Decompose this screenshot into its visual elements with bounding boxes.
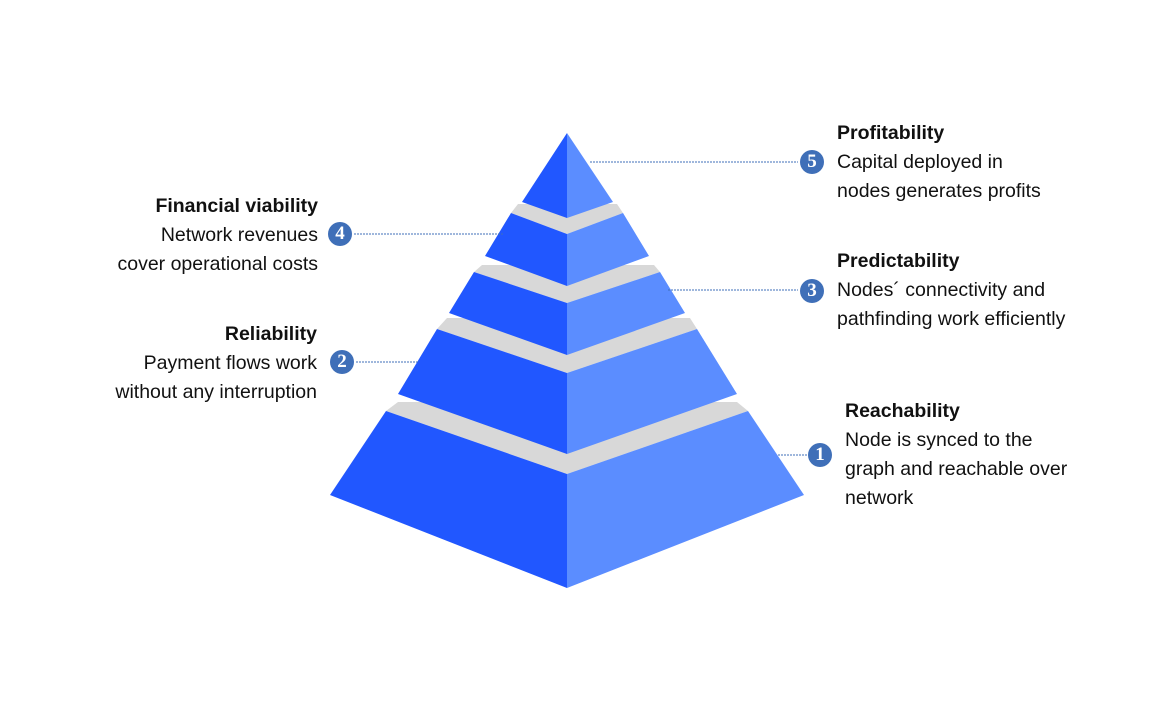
level-2-line-1: Payment flows work xyxy=(143,352,317,374)
tier-3-right-face xyxy=(567,272,685,355)
level-3-line-1: Nodes´ connectivity and xyxy=(837,279,1046,301)
tier-1-right-face xyxy=(567,411,804,588)
badge-level-2: 2 xyxy=(330,350,354,374)
level-1-line-3: network xyxy=(845,487,914,509)
tier-1-left-face xyxy=(330,411,567,588)
badge-level-4: 4 xyxy=(328,222,352,246)
pyramid xyxy=(330,133,804,588)
level-3-line-2: pathfinding work efficiently xyxy=(837,308,1066,330)
level-1-line-1: Node is synced to the xyxy=(845,429,1033,451)
level-1-title: Reachability xyxy=(845,400,960,422)
level-4-line-1: Network revenues xyxy=(160,224,318,246)
label-level-4: Financial viability Network revenues cov… xyxy=(117,192,318,279)
tier-4-right-face xyxy=(567,213,649,286)
tier-4-left-face xyxy=(485,213,567,286)
label-level-5: Profitability Capital deployed in nodes … xyxy=(837,119,1041,206)
tier-5-right-face xyxy=(567,133,613,218)
level-2-line-2: without any interruption xyxy=(115,381,317,403)
badge-level-1: 1 xyxy=(808,443,832,467)
tier-2-left-face xyxy=(398,329,567,454)
level-1-line-2: graph and reachable over xyxy=(845,458,1068,480)
tier-5-left-face xyxy=(522,133,567,218)
tier-2-right-face xyxy=(567,329,737,454)
label-level-1: Reachability Node is synced to the graph… xyxy=(845,397,1067,513)
level-4-title: Financial viability xyxy=(155,195,318,217)
level-5-title: Profitability xyxy=(837,122,945,144)
tier-3-left-face xyxy=(449,272,567,355)
level-3-title: Predictability xyxy=(837,250,960,272)
label-level-3: Predictability Nodes´ connectivity and p… xyxy=(837,247,1065,334)
separator-band-4 xyxy=(511,204,623,234)
level-4-line-2: cover operational costs xyxy=(117,253,318,275)
level-5-line-2: nodes generates profits xyxy=(837,180,1041,202)
badge-level-5: 5 xyxy=(800,150,824,174)
badge-level-3: 3 xyxy=(800,279,824,303)
level-5-line-1: Capital deployed in xyxy=(837,151,1003,173)
label-level-2: Reliability Payment flows work without a… xyxy=(115,320,317,407)
level-2-title: Reliability xyxy=(224,323,317,345)
connector-lines xyxy=(354,161,808,456)
